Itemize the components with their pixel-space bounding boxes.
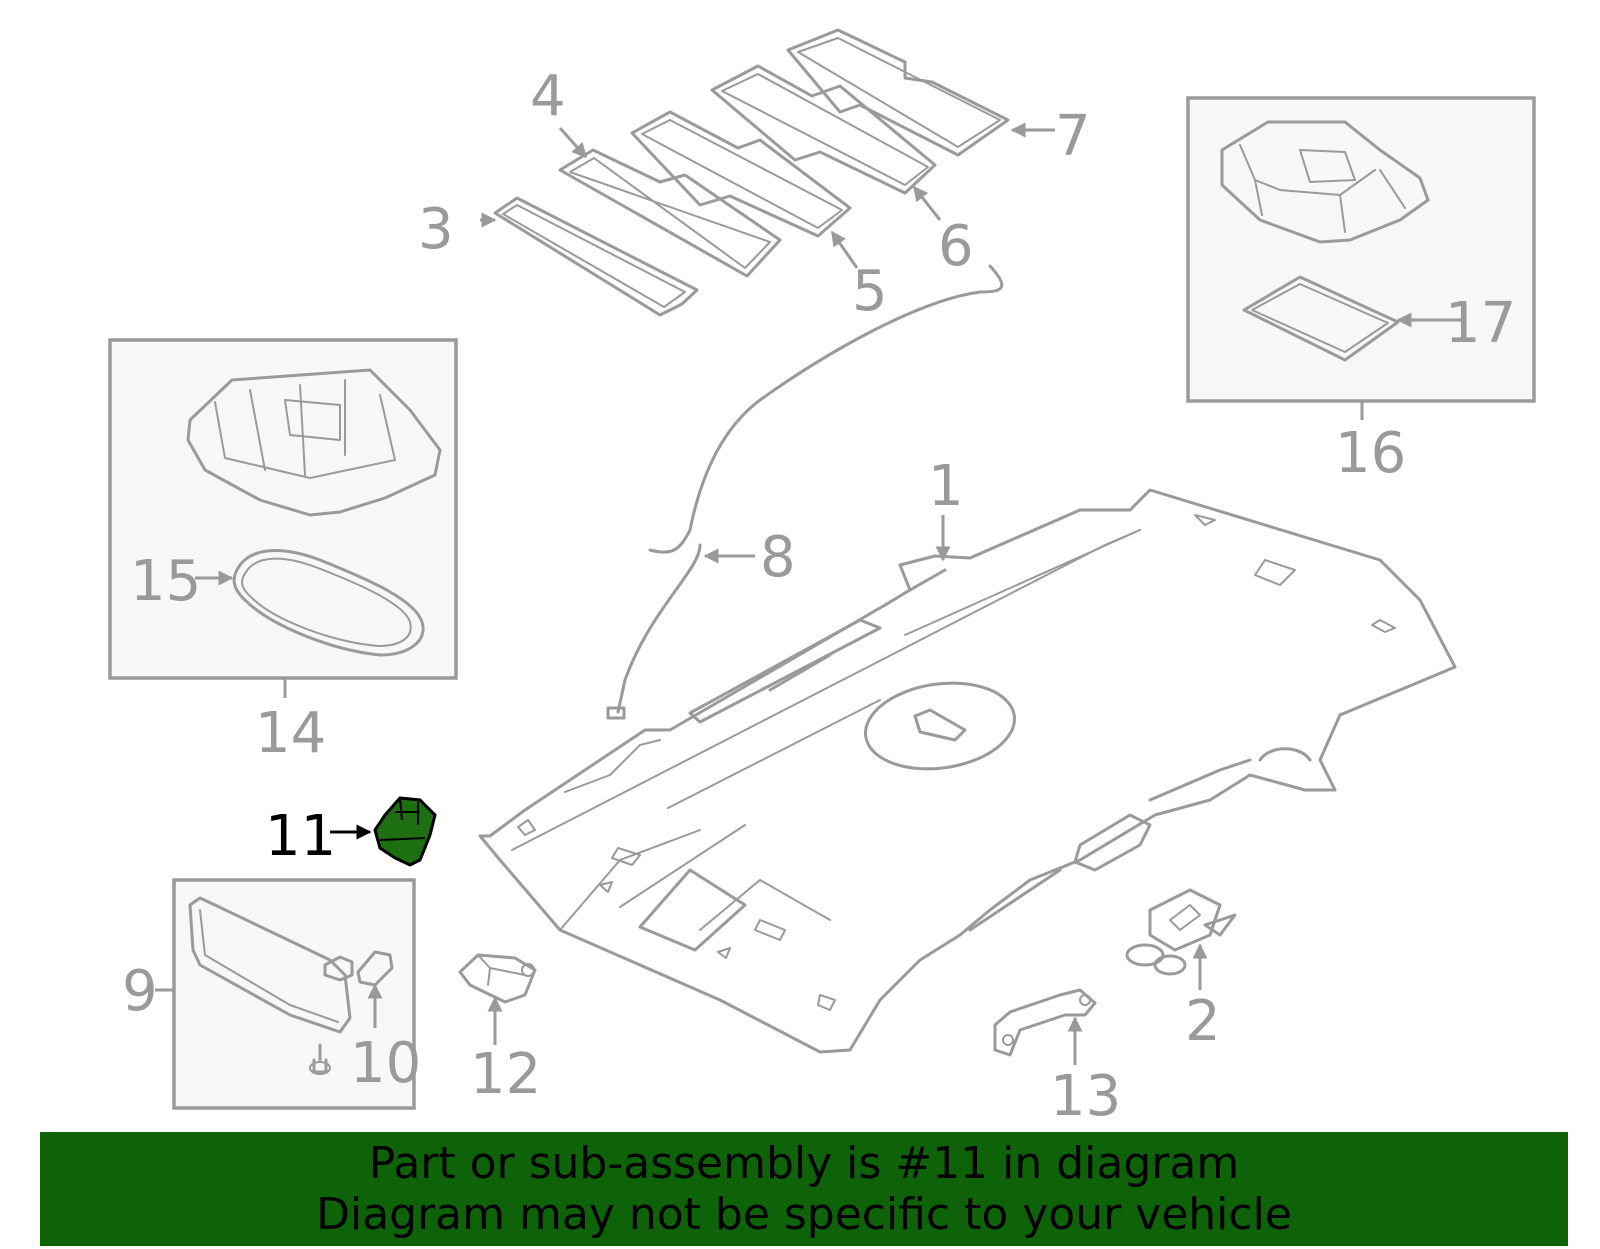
callout-15: 15 [130,549,201,614]
info-banner: Part or sub-assembly is #11 in diagram D… [40,1132,1568,1246]
banner-line-2: Diagram may not be specific to your vehi… [316,1189,1292,1240]
callout-13: 13 [1050,1064,1121,1129]
callout-6: 6 [938,214,974,279]
panel-7 [786,28,1010,157]
callout-2: 2 [1185,989,1221,1054]
callout-14: 14 [255,701,326,766]
callout-7: 7 [1055,104,1091,169]
callout-5: 5 [852,259,888,324]
callout-9: 9 [122,959,158,1024]
callout-17: 17 [1445,291,1516,356]
banner-line-1: Part or sub-assembly is #11 in diagram [368,1138,1240,1189]
callout-8: 8 [760,525,796,590]
part-12 [458,953,537,1004]
callout-4: 4 [530,64,566,129]
panel-6 [710,64,937,195]
part-11-highlighted [373,796,437,867]
part-2 [1125,888,1237,976]
headliner-1 [478,488,1457,1054]
callout-12: 12 [470,1042,541,1107]
panel-5 [630,110,852,238]
wire-harness-8 [606,264,1004,720]
callout-1: 1 [928,454,964,519]
leader-lines [155,122,1462,1065]
panel-3 [493,196,699,317]
callout-16: 16 [1335,421,1406,486]
assembly-box-16 [1186,96,1536,403]
panel-4 [558,148,782,278]
part-13-grab-handle [993,988,1097,1057]
assembly-box-14 [108,338,458,680]
callout-11: 11 [265,804,336,869]
callout-10: 10 [350,1031,421,1096]
callout-3: 3 [418,197,454,262]
callout-labels: 3 4 5 6 7 8 1 2 13 12 10 9 15 14 17 16 1… [122,64,1516,1129]
